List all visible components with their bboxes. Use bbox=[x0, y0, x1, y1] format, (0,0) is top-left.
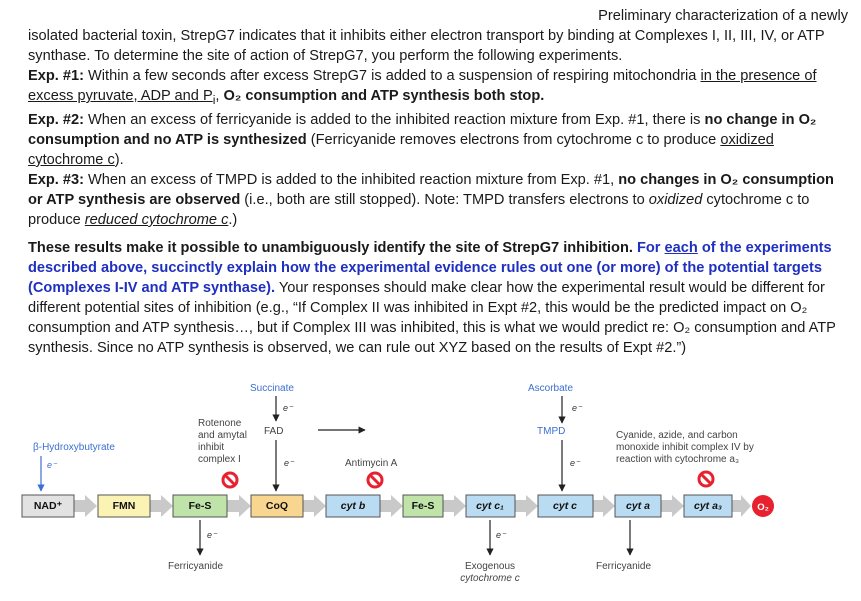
exp2-result: no change in O₂ consumption and no ATP i… bbox=[28, 111, 817, 148]
exp3-text: When an excess of TMPD is added to the i… bbox=[83, 171, 619, 188]
document-text: Preliminary characterization of a newly … bbox=[28, 6, 848, 358]
label-exogenous-1: Exogenous bbox=[465, 561, 515, 572]
exp1-text: Within a few seconds after excess StrepG… bbox=[83, 68, 701, 84]
electron-ascorbate: e⁻ bbox=[572, 403, 583, 413]
box-fes-1: Fe-S bbox=[172, 494, 228, 518]
exp3-result: no changes in O₂ consumption or ATP synt… bbox=[28, 171, 834, 208]
label-cyt-a3: cyt a₃ bbox=[694, 500, 722, 512]
rotenone-line-1: Rotenone bbox=[198, 418, 242, 429]
label-nad: NAD⁺ bbox=[34, 500, 63, 512]
exp3-label: Exp. #3: bbox=[28, 171, 84, 188]
label-ferricyanide-left: Ferricyanide bbox=[168, 561, 223, 572]
electron-ferricyanide-left: e⁻ bbox=[207, 530, 218, 540]
label-cyt-a: cyt a bbox=[626, 500, 650, 512]
electron-hydroxybutyrate: e⁻ bbox=[47, 460, 58, 470]
exp2-note: (Ferricyanide removes electrons from cyt… bbox=[306, 131, 721, 148]
experiment-3: Exp. #3: When an excess of TMPD is added… bbox=[28, 170, 848, 230]
label-ferricyanide-right: Ferricyanide bbox=[596, 561, 651, 572]
box-fmn: FMN bbox=[97, 494, 151, 518]
question-lead: These results make it possible to unambi… bbox=[28, 239, 633, 256]
label-ascorbate: Ascorbate bbox=[528, 383, 573, 394]
chain-arrows bbox=[73, 495, 751, 517]
cyanide-line-3: reaction with cytochrome a₃ bbox=[616, 454, 739, 465]
question-blue-2: of the experiments described above, succ… bbox=[28, 239, 832, 296]
intro-line: Preliminary characterization of a newly bbox=[28, 6, 848, 26]
electron-tmpd: e⁻ bbox=[570, 458, 581, 468]
exp2-label: Exp. #2: bbox=[28, 111, 84, 128]
rotenone-line-2: and amytal bbox=[198, 430, 247, 441]
box-cyt-c1: cyt c₁ bbox=[465, 494, 516, 518]
exp2-oxidized: oxidized cytochrome c bbox=[28, 131, 774, 168]
cyanide-line-1: Cyanide, azide, and carbon bbox=[616, 430, 738, 441]
exp3-oxidized: oxidized bbox=[648, 191, 703, 208]
rotenone-line-4: complex I bbox=[198, 454, 241, 465]
question-instructions: Your responses should make clear how the… bbox=[28, 279, 836, 356]
question-paragraph: These results make it possible to unambi… bbox=[28, 238, 848, 358]
electron-succinate: e⁻ bbox=[283, 403, 294, 413]
label-fmn: FMN bbox=[113, 500, 136, 512]
rotenone-line-3: inhibit bbox=[198, 442, 224, 453]
electron-exogenous: e⁻ bbox=[496, 530, 507, 540]
stop-icon-complex-4 bbox=[697, 470, 715, 488]
label-fes-1: Fe-S bbox=[189, 500, 212, 512]
cyanide-note: Cyanide, azide, and carbon monoxide inhi… bbox=[616, 430, 754, 465]
box-nad: NAD⁺ bbox=[21, 494, 75, 518]
box-fes-2: Fe-S bbox=[402, 494, 444, 518]
label-cyt-c1: cyt c₁ bbox=[476, 500, 504, 512]
exp1-pi-subscript: i bbox=[212, 92, 216, 107]
label-fes-2: Fe-S bbox=[412, 500, 435, 512]
exp1-comma: , bbox=[215, 88, 220, 104]
label-cyt-b: cyt b bbox=[341, 500, 366, 512]
exp1-label: Exp. #1: bbox=[28, 68, 84, 84]
label-cyt-c: cyt c bbox=[553, 500, 577, 512]
exp3-end: .) bbox=[228, 211, 238, 228]
exp3-note-2: cytochrome c to produce bbox=[28, 191, 810, 228]
box-cyt-c: cyt c bbox=[537, 494, 594, 518]
box-cyt-a: cyt a bbox=[614, 494, 662, 518]
cyanide-line-2: monoxide inhibit complex IV by bbox=[616, 442, 754, 453]
question-blue-1: For bbox=[632, 239, 665, 256]
experiment-1: Exp. #1: Within a few seconds after exce… bbox=[28, 66, 848, 110]
stop-icon-complex-1 bbox=[221, 471, 239, 489]
stop-icon-complex-3 bbox=[366, 471, 384, 489]
box-cyt-b: cyt b bbox=[325, 494, 381, 518]
intro-line-text: Preliminary characterization of a newly bbox=[598, 8, 848, 24]
exp2-text: When an excess of ferricyanide is added … bbox=[83, 111, 705, 128]
label-hydroxybutyrate: β-Hydroxybutyrate bbox=[33, 442, 115, 453]
label-exogenous-2: cytochrome c bbox=[460, 573, 519, 584]
experiment-2: Exp. #2: When an excess of ferricyanide … bbox=[28, 110, 848, 170]
electron-fad: e⁻ bbox=[284, 458, 295, 468]
intro-paragraph: isolated bacterial toxin, StrepG7 indica… bbox=[28, 26, 848, 66]
rotenone-note: Rotenone and amytal inhibit complex I bbox=[198, 418, 247, 465]
label-fad: FAD bbox=[264, 426, 283, 437]
question-each: each bbox=[664, 239, 698, 256]
exp3-reduced: reduced cytochrome c bbox=[84, 211, 229, 228]
exp1-conditions-text: in the presence of excess pyruvate, ADP … bbox=[28, 68, 817, 104]
label-succinate: Succinate bbox=[250, 383, 294, 394]
exp3-note: (i.e., both are still stopped). Note: TM… bbox=[240, 191, 649, 208]
oxygen-node: O₂ bbox=[752, 495, 774, 517]
exp1-result: O₂ consumption and ATP synthesis both st… bbox=[219, 88, 545, 104]
box-coq: CoQ bbox=[250, 494, 304, 518]
exp2-end: ). bbox=[114, 151, 124, 168]
label-o2: O₂ bbox=[757, 502, 769, 513]
electron-transport-diagram: NAD⁺ FMN Fe-S CoQ cyt b Fe-S cyt c₁ cyt … bbox=[21, 383, 774, 584]
label-antimycin: Antimycin A bbox=[345, 458, 398, 469]
box-cyt-a3: cyt a₃ bbox=[683, 494, 733, 518]
intro-text: isolated bacterial toxin, StrepG7 indica… bbox=[28, 28, 825, 64]
exp1-conditions: in the presence of excess pyruvate, ADP … bbox=[28, 68, 817, 107]
label-coq: CoQ bbox=[266, 500, 288, 512]
label-tmpd: TMPD bbox=[537, 426, 565, 437]
